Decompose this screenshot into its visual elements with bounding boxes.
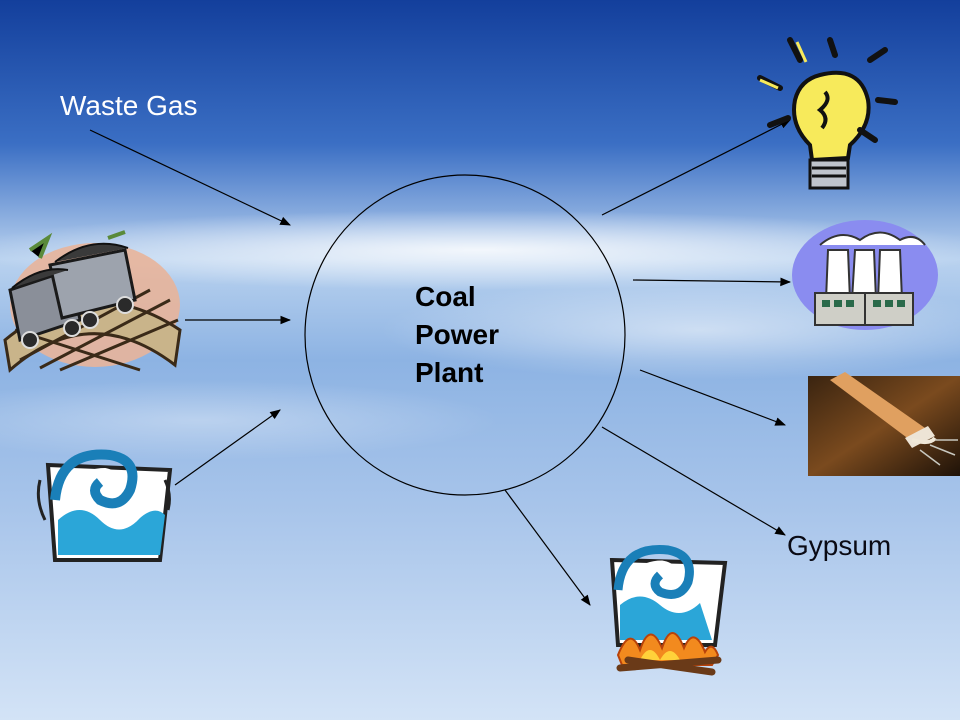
center-title-line: Power [415, 319, 500, 350]
cloud-band [0, 380, 500, 460]
arrow-waste-gas-in [89, 129, 291, 226]
light-bulb-icon [757, 37, 898, 190]
arrow-smoke-out [639, 369, 787, 426]
arrow-water-in [174, 409, 281, 486]
coal-carts-icon [3, 230, 182, 373]
water-wave-icon [36, 449, 173, 562]
gypsum-label: Gypsum [787, 530, 892, 561]
center-title-line: Plant [415, 357, 484, 388]
coal-power-plant-node [304, 174, 626, 496]
center-title: Coal Power Plant [415, 278, 499, 392]
arrow-steam-out [632, 277, 792, 287]
waste-gas-label: Waste Gas [60, 90, 198, 121]
heated-water-icon [609, 545, 728, 676]
cigarette-smoke-icon [808, 372, 960, 476]
cooling-towers-icon [792, 220, 938, 330]
center-title-line: Coal [415, 281, 476, 312]
arrow-hot-water-out [504, 489, 591, 606]
cloud-band [0, 210, 960, 290]
arrow-electricity-out [601, 119, 791, 216]
arrow-gypsum-out [601, 426, 786, 536]
